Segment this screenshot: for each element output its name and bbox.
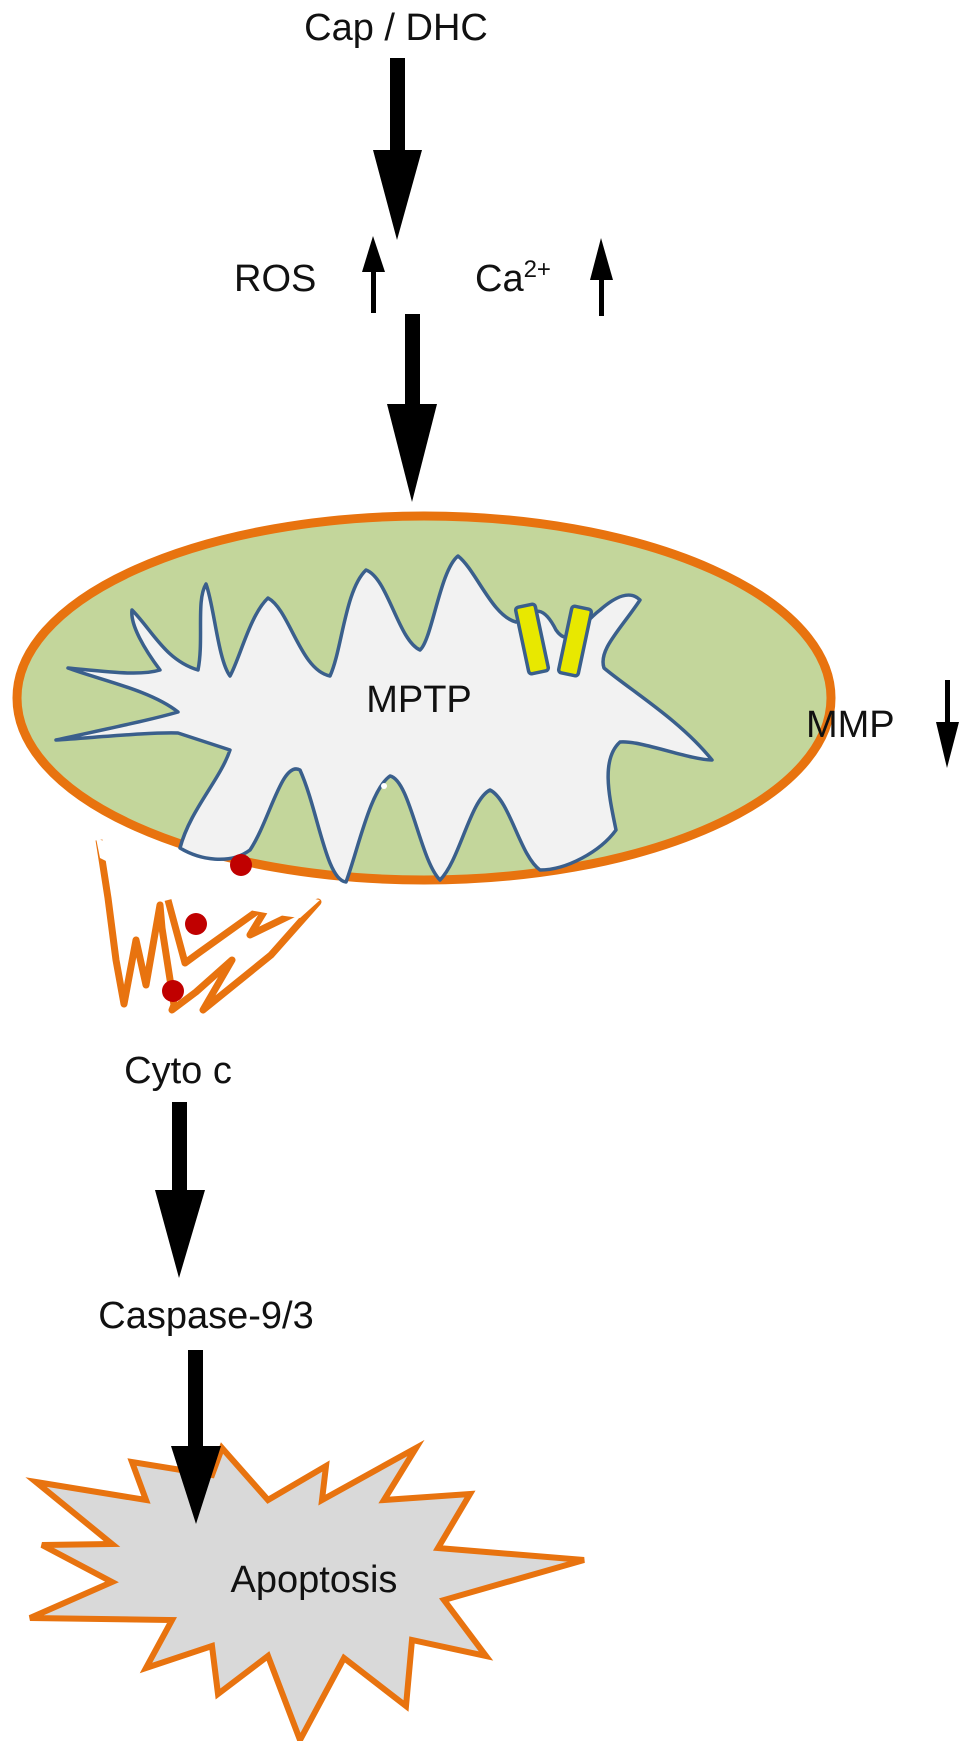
mmp-label: MMP xyxy=(806,704,895,746)
calcium-charge: 2+ xyxy=(524,256,551,283)
mptp-label: MPTP xyxy=(366,679,472,721)
cyto-c-label: Cyto c xyxy=(124,1050,232,1092)
crista-dot xyxy=(381,783,387,789)
ca-up-arrow-icon xyxy=(590,238,613,316)
arrow-cap-to-ros xyxy=(373,58,422,240)
ros-up-arrow-icon xyxy=(362,236,385,313)
cytochrome-c-dots xyxy=(162,854,252,1002)
arrow-cyto-to-caspase xyxy=(155,1102,205,1278)
caspase-label: Caspase-9/3 xyxy=(98,1295,313,1337)
cytochrome-c-dot xyxy=(162,980,184,1002)
apoptosis-label: Apoptosis xyxy=(231,1559,398,1601)
cap-dhc-label: Cap / DHC xyxy=(304,7,488,49)
arrow-ros-to-mitochondrion xyxy=(387,314,437,502)
ros-label: ROS xyxy=(234,258,316,300)
calcium-symbol: Ca xyxy=(475,258,524,300)
calcium-label: Ca2+ xyxy=(475,256,551,300)
cytochrome-c-dot xyxy=(230,854,252,876)
mptp-pore-icon xyxy=(513,602,594,678)
arrow-caspase-to-apoptosis xyxy=(171,1350,221,1524)
outer-membrane-rupture-gap xyxy=(96,838,320,918)
apoptosis-burst xyxy=(25,1439,585,1741)
mmp-down-arrow-icon xyxy=(936,680,959,768)
cytochrome-c-dot xyxy=(185,913,207,935)
